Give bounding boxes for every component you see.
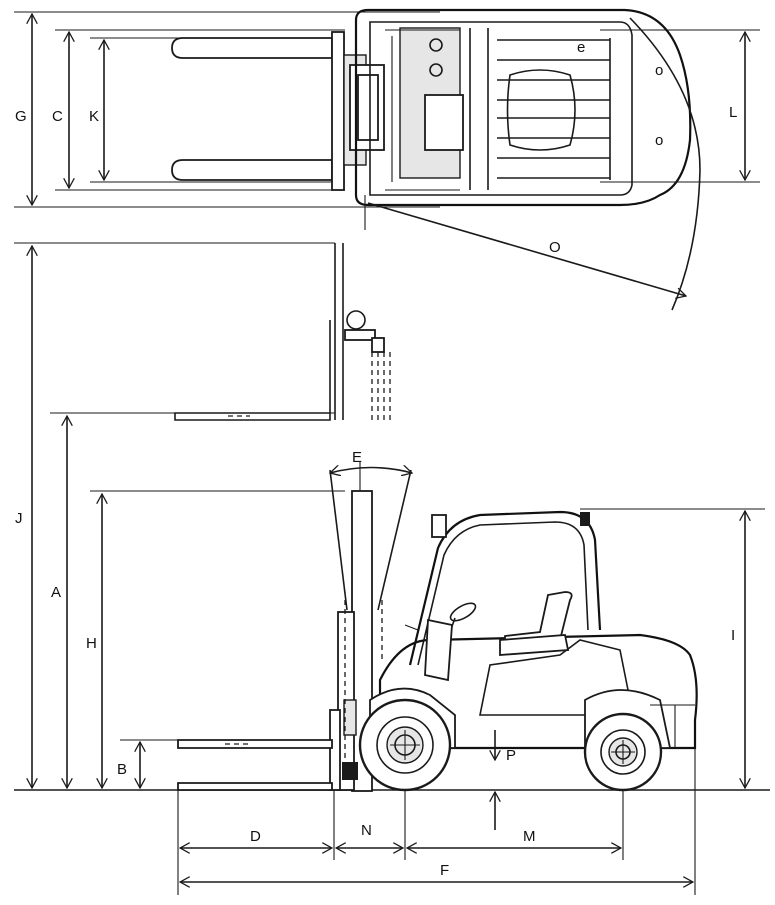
- label-L: L: [729, 104, 737, 121]
- mast: [329, 469, 412, 792]
- top-view: o o e: [14, 8, 760, 311]
- svg-text:o: o: [655, 62, 663, 79]
- label-M: M: [523, 828, 536, 845]
- fork-carriage-top: [331, 31, 345, 191]
- rear-wheel: [583, 712, 663, 792]
- chassis-top: o o e: [354, 8, 692, 207]
- label-D: D: [250, 828, 261, 845]
- label-C: C: [52, 108, 63, 125]
- label-B: B: [117, 761, 127, 778]
- label-G: G: [15, 108, 27, 125]
- label-N: N: [361, 822, 372, 839]
- label-H: H: [86, 635, 97, 652]
- label-E: E: [352, 449, 362, 466]
- label-I: I: [731, 627, 735, 644]
- forks-top: [171, 37, 333, 181]
- label-K: K: [89, 108, 99, 125]
- svg-text:e: e: [577, 39, 585, 56]
- front-wheel: [358, 698, 452, 792]
- svg-text:o: o: [655, 132, 663, 149]
- label-A: A: [51, 584, 61, 601]
- label-O: O: [549, 239, 561, 256]
- label-F: F: [440, 862, 449, 879]
- turning-radius-arc: [629, 17, 701, 311]
- label-J: J: [15, 510, 23, 527]
- forks-side: [177, 739, 333, 791]
- side-view: [14, 242, 770, 895]
- raised-fork-ghost: [174, 243, 391, 421]
- label-P: P: [506, 747, 516, 764]
- dimension-labels: G C K L O J A H B I E P D N M F: [15, 104, 737, 879]
